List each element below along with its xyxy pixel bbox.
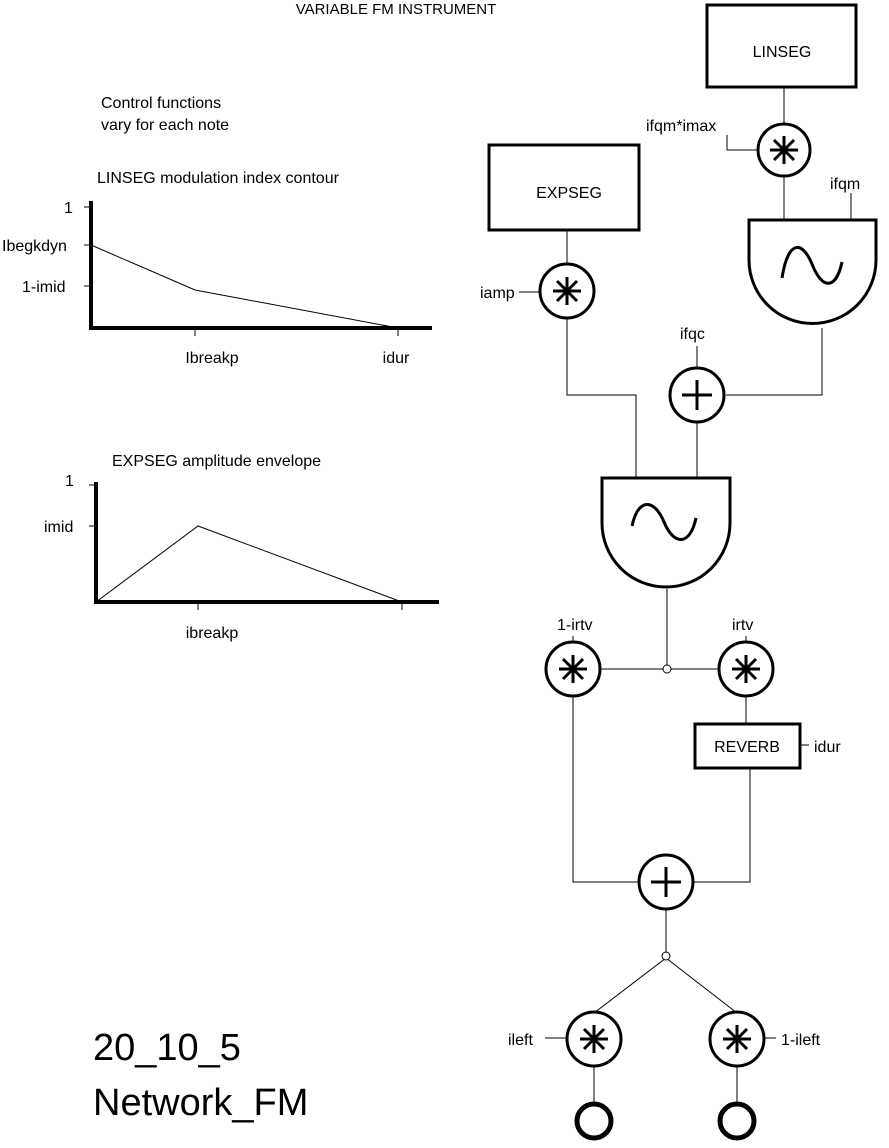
adder-node-ifqc [668,366,726,424]
reverb-block [693,722,802,770]
label-1-ileft: 1-ileft [781,1032,821,1049]
multiplier-node-dry [544,640,602,698]
plus-icon [682,380,712,410]
signal-wires [519,87,852,1102]
multiply-icon [580,1025,608,1053]
multiplier-node-left [565,1010,623,1068]
diagram-title: VARIABLE FM INSTRUMENT [296,1,497,18]
multiply-icon [770,136,798,164]
multiply-icon [723,1025,751,1053]
label-ifqm-imax: ifqm*imax [646,118,716,135]
note-line-2: vary for each note [101,117,229,134]
reverb-block-label: REVERB [714,739,780,756]
label-idur: idur [814,739,841,756]
linseg-y-label-1: 1 [64,200,73,217]
label-1-irtv: 1-irtv [557,617,593,634]
figure-code: 20_10_5 [93,1027,241,1069]
note-line-1: Control functions [101,95,221,112]
multiplier-node-iamp [538,262,596,320]
linseg-block-label: LINSEG [753,44,812,61]
sine-wave-icon [780,246,844,285]
expseg-block-label: EXPSEG [536,185,602,202]
output-right-terminal [717,1101,757,1141]
label-irtv: irtv [732,617,753,634]
expseg-x-label-breakp: ibreakp [186,625,239,642]
linseg-contour-chart: LINSEG modulation index contour 1 Ibegkd… [2,170,432,367]
label-iamp: iamp [480,285,515,302]
multiplier-node-right [708,1010,766,1068]
plus-icon [651,867,681,897]
label-ifqm: ifqm [830,176,860,193]
linseg-x-label-dur: idur [383,350,410,367]
junction-dot [661,951,671,961]
expseg-y-label-mid: imid [44,519,73,536]
adder-node-mix [637,853,695,911]
expseg-y-label-1: 1 [65,473,74,490]
junction-dot [662,664,672,674]
multiply-icon [553,277,581,305]
expseg-block [487,143,641,232]
label-ifqc: ifqc [680,326,705,343]
figure-name: Network_FM [93,1082,308,1124]
linseg-x-label-breakp: Ibreakp [185,350,238,367]
linseg-block [705,3,858,89]
linseg-chart-title: LINSEG modulation index contour [97,170,340,187]
linseg-contour-line [90,244,399,329]
expseg-envelope-line [95,525,403,603]
multiply-icon [732,655,760,683]
output-left-terminal [574,1101,614,1141]
linseg-y-label-mid: 1-imid [22,279,66,296]
expseg-envelope-chart: EXPSEG amplitude envelope 1 imid ibreakp [44,453,439,642]
expseg-chart-title: EXPSEG amplitude envelope [112,453,321,470]
modulator-oscillator [747,218,878,325]
sine-wave-icon [630,503,698,541]
multiply-icon [559,655,587,683]
carrier-oscillator [600,476,732,589]
label-ileft: ileft [508,1032,533,1049]
linseg-y-label-begin: Ibegkdyn [2,238,67,255]
multiplier-node-wet [717,640,775,698]
multiplier-node-ifqm-imax [756,122,812,178]
